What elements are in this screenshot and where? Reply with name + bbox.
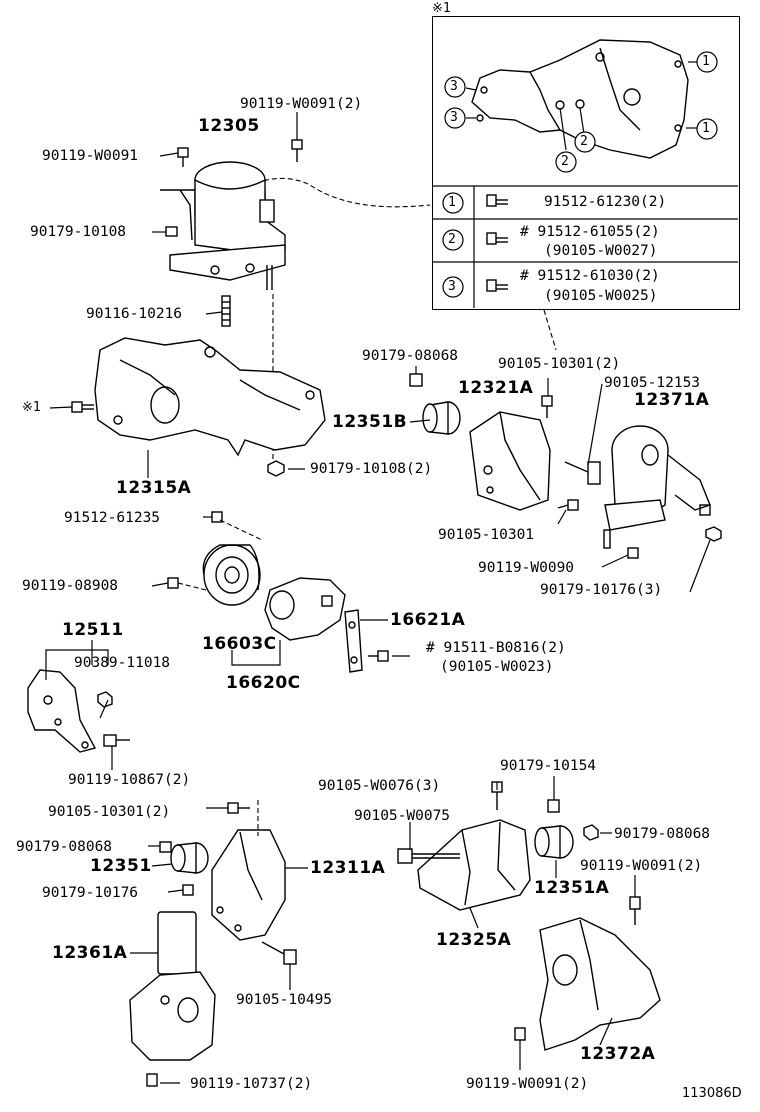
label-90105-W0076-3: 90105-W0076(3) (318, 778, 441, 794)
inset-key-2b: 2 (580, 134, 588, 149)
part-12325A-bracket (397, 781, 531, 911)
label-90119-W0091-2-bottom: 90119-W0091(2) (466, 1076, 589, 1092)
legend-marker: ※1 (432, 1, 451, 16)
inset-key-1b: 1 (702, 121, 710, 136)
label-91512-61235: 91512-61235 (64, 510, 161, 526)
part-12371A-mount (564, 425, 722, 559)
label-90105-W0023: (90105-W0023) (440, 659, 554, 675)
label-90179-10176: 90179-10176 (42, 885, 139, 901)
label-12311A: 12311A (310, 858, 386, 878)
bolt-marker (71, 401, 94, 413)
label-12315A: 12315A (116, 478, 192, 498)
label-12305: 12305 (198, 116, 260, 136)
label-16603C: 16603C (202, 634, 277, 654)
label-90119-W0091-2-right: 90119-W0091(2) (580, 858, 703, 874)
label-90179-10176-3: 90179-10176(3) (540, 582, 663, 598)
legend-inset-drawing (444, 39, 718, 173)
part-12351A-cushion (534, 799, 599, 859)
label-90119-08908: 90119-08908 (22, 578, 119, 594)
label-12371A: 12371A (634, 390, 710, 410)
label-90105-10301-mid: 90105-10301 (438, 527, 535, 543)
part-16620C-tensioner (264, 577, 346, 641)
reference-line-lower (543, 309, 557, 351)
legend-row-2-alt: (90105-W0027) (544, 243, 658, 259)
label-16620C: 16620C (226, 673, 301, 693)
label-90119-W0091-left: 90119-W0091 (42, 148, 139, 164)
label-12511: 12511 (62, 620, 124, 640)
label-90119-W0091-2-top: 90119-W0091(2) (240, 96, 363, 112)
label-12351: 12351 (90, 856, 152, 876)
part-12311A-bracket (211, 800, 297, 965)
part-12511-bracket (27, 669, 130, 753)
part-12351B-cushion (409, 373, 461, 435)
legend-row-2-code: # 91512-61055(2) (520, 224, 660, 240)
figure-id: 113086D (682, 1086, 742, 1101)
label-90179-10108-2: 90179-10108(2) (310, 461, 433, 477)
part-12372A-mount (514, 896, 661, 1051)
part-12315A-bracket (94, 337, 326, 457)
nut-90179-10108-2 (267, 460, 285, 477)
label-12372A: 12372A (580, 1044, 656, 1064)
label-90179-08068-left: 90179-08068 (16, 839, 113, 855)
label-12321A: 12321A (458, 378, 534, 398)
inset-key-3a: 3 (450, 79, 458, 94)
part-12351-cushion (159, 802, 250, 896)
part-12321A-bracket (469, 395, 579, 511)
label-90116-10216: 90116-10216 (86, 306, 183, 322)
inset-key-2a: 2 (561, 154, 569, 169)
label-90179-10108: 90179-10108 (30, 224, 127, 240)
part-12305-engine-mount (160, 161, 286, 290)
label-90179-10154: 90179-10154 (500, 758, 597, 774)
legend-row-3-code: # 91512-61030(2) (520, 268, 660, 284)
label-marker-ref: ※1 (22, 400, 41, 415)
inset-key-3b: 3 (450, 110, 458, 125)
label-90119-10737-2: 90119-10737(2) (190, 1076, 313, 1092)
label-90105-10301-2-top: 90105-10301(2) (498, 356, 621, 372)
legend-row-1-key: 1 (448, 195, 456, 210)
legend-box (432, 16, 740, 310)
label-12351A: 12351A (534, 878, 610, 898)
leader-lines (45, 112, 711, 1084)
legend-row-3-alt: (90105-W0025) (544, 288, 658, 304)
label-16621A: 16621A (390, 610, 466, 630)
label-12351B: 12351B (332, 412, 408, 432)
label-91511-B0816: # 91511-B0816(2) (426, 640, 566, 656)
stud-90116 (221, 295, 231, 327)
legend-row-3-key: 3 (448, 279, 456, 294)
part-16621A-plate (344, 609, 389, 673)
label-12325A: 12325A (436, 930, 512, 950)
legend-row-1-code: 91512-61230(2) (544, 194, 667, 210)
label-90119-W0090: 90119-W0090 (478, 560, 575, 576)
label-90105-10301-2-low: 90105-10301(2) (48, 804, 171, 820)
label-12361A: 12361A (52, 943, 128, 963)
label-90179-08068-top: 90179-08068 (362, 348, 459, 364)
legend-row-2-key: 2 (448, 232, 456, 247)
part-12361A-mount (129, 911, 216, 1087)
legend-table-lines (432, 185, 738, 308)
label-90179-08068-right: 90179-08068 (614, 826, 711, 842)
part-16603C-pulley (167, 511, 263, 606)
inset-key-1a: 1 (702, 54, 710, 69)
label-90105-W0075: 90105-W0075 (354, 808, 451, 824)
label-90105-10495: 90105-10495 (236, 992, 333, 1008)
label-90119-10867-2: 90119-10867(2) (68, 772, 191, 788)
label-90389-11018: 90389-11018 (74, 655, 171, 671)
label-90105-12153: 90105-12153 (604, 375, 701, 391)
